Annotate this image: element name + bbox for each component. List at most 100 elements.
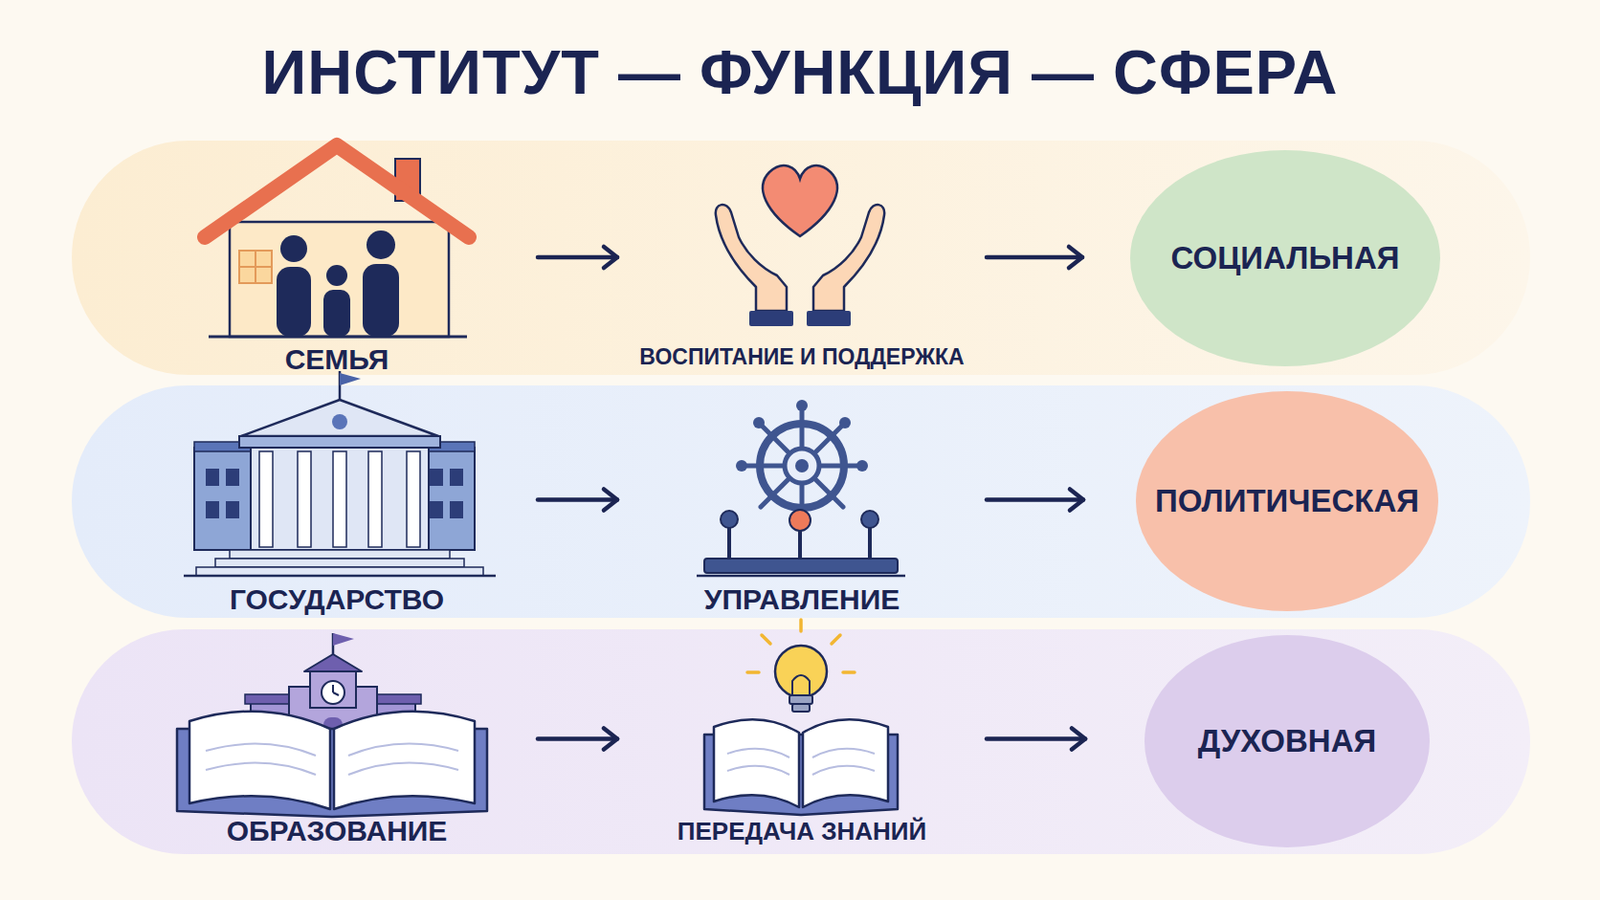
family-house-icon-part	[323, 289, 351, 337]
sphere-label: ДУХОВНАЯ	[1198, 723, 1377, 760]
bulb-book-icon-part	[789, 695, 813, 705]
bulb-book-icon-part-part	[812, 749, 875, 758]
ellipse-shape	[1135, 391, 1439, 612]
government-building-icon-part	[241, 400, 439, 437]
helm-wheel-icon-part	[784, 448, 820, 484]
bulb-book-icon-part-part	[747, 670, 759, 675]
sphere-ellipse: СОЦИАЛЬНАЯ	[1130, 150, 1441, 367]
sphere-text-box: СОЦИАЛЬНАЯ	[1130, 150, 1441, 367]
bulb-book-icon	[704, 620, 898, 816]
row-bands-part	[71, 629, 1531, 855]
school-book-icon-part	[310, 669, 356, 709]
government-building-icon-part	[297, 451, 312, 548]
government-building-icon-part	[215, 558, 465, 568]
helm-wheel-icon-part-part	[735, 460, 748, 472]
bulb-book-icon-part	[792, 704, 810, 712]
government-building-icon-part	[332, 414, 348, 430]
helm-wheel-icon-part-part	[753, 417, 765, 429]
flow-arrow	[986, 729, 1086, 751]
arrow-line	[986, 497, 1084, 503]
family-house-icon-part	[239, 266, 272, 268]
helm-wheel-icon-part	[789, 510, 811, 532]
helm-wheel-icon	[696, 400, 906, 577]
function-label: ПЕРЕДАЧА ЗНАНИЙ	[598, 816, 1006, 847]
arrow-head	[1071, 729, 1086, 751]
government-building-icon-part	[368, 451, 382, 548]
hands-heart-icon-part	[806, 311, 851, 327]
bulb-book-icon-part-part	[727, 766, 790, 776]
row-bands-part	[71, 140, 1531, 376]
family-house-icon-part	[362, 264, 400, 337]
family-house-icon-part	[280, 235, 308, 263]
school-book-icon-part	[321, 681, 345, 705]
bulb-book-icon-part	[802, 719, 889, 808]
government-building-icon-part	[333, 451, 347, 548]
bulb-book-icon-part-part	[727, 749, 790, 758]
government-building-icon-part	[194, 447, 475, 551]
institution-label: ГОСУДАРСТВО	[116, 584, 557, 616]
sphere-text-box: ПОЛИТИЧЕСКАЯ	[1135, 391, 1439, 612]
government-building-icon	[183, 371, 496, 577]
ellipse-shape	[1144, 635, 1430, 848]
function-label: ВОСПИТАНИЕ И ПОДДЕРЖКА	[598, 341, 1006, 373]
bulb-book-icon-part	[792, 675, 810, 695]
family-house-icon	[204, 145, 469, 337]
family-house-icon-part	[204, 145, 469, 238]
helm-wheel-icon-part	[743, 407, 861, 525]
flow-arrow	[986, 489, 1084, 512]
flow-arrow	[537, 489, 618, 512]
school-book-icon-part	[304, 654, 362, 672]
family-house-icon-part	[366, 230, 396, 260]
school-book-icon	[177, 633, 488, 818]
government-building-icon-part	[205, 468, 220, 487]
helm-wheel-icon-part	[795, 459, 809, 473]
hands-heart-icon-part	[749, 311, 794, 327]
flow-arrow	[537, 246, 618, 268]
institution-item: ПЕРЕДАЧА ЗНАНИЙ	[636, 622, 968, 857]
helm-wheel-icon-part	[696, 575, 906, 578]
bulb-book-icon-part	[713, 719, 800, 808]
bulb-book-icon-part-part	[761, 635, 771, 645]
institution-item: СЕМЬЯ	[155, 137, 519, 378]
row-bands-part	[71, 385, 1531, 619]
function-label: УПРАВЛЕНИЕ	[598, 584, 1006, 616]
hands-heart-icon-part	[715, 204, 787, 312]
sphere-ellipse: ПОЛИТИЧЕСКАЯ	[1135, 391, 1439, 612]
helm-wheel-icon-part	[720, 511, 738, 529]
helm-wheel-icon-part	[735, 400, 868, 472]
helm-wheel-icon-part-part	[760, 424, 844, 508]
school-book-icon-part	[333, 633, 355, 646]
flow-arrow	[537, 729, 618, 751]
school-book-icon-part-part	[348, 744, 459, 756]
helm-wheel-icon-part-part	[856, 460, 868, 472]
hands-heart-icon-part	[813, 204, 885, 312]
government-building-icon-part	[406, 451, 421, 548]
school-book-icon-part	[333, 711, 475, 810]
family-house-icon-part	[326, 265, 348, 287]
flow-arrow	[986, 246, 1083, 268]
school-book-icon-part	[205, 744, 459, 776]
government-building-icon-part	[259, 451, 273, 548]
arrow-line	[537, 255, 618, 261]
diagram-title: ИНСТИТУТ — ФУНКЦИЯ — СФЕРА	[0, 34, 1600, 112]
sphere-label: ПОЛИТИЧЕСКАЯ	[1155, 483, 1420, 520]
helm-wheel-icon-part	[704, 558, 898, 574]
helm-wheel-icon-part	[759, 423, 845, 509]
government-building-icon-part	[196, 567, 484, 577]
institution-item: ГОСУДАРСТВО	[155, 382, 519, 618]
institution-item: ОБРАЗОВАНИЕ	[155, 622, 519, 857]
arrow-head	[603, 489, 618, 512]
helm-wheel-icon-part	[867, 524, 872, 560]
helm-wheel-icon-part-part	[796, 400, 808, 412]
government-building-icon-part	[429, 501, 444, 519]
bulb-book-icon-part	[727, 749, 875, 776]
institution-item: ВОСПИТАНИЕ И ПОДДЕРЖКА	[636, 137, 968, 378]
bulb-book-icon-part-part	[812, 766, 875, 776]
government-building-icon-part	[205, 501, 220, 519]
arrow-line	[986, 736, 1086, 742]
helm-wheel-icon-part-part	[760, 424, 844, 508]
government-building-icon-part	[429, 468, 444, 487]
family-house-icon-part	[239, 250, 272, 284]
